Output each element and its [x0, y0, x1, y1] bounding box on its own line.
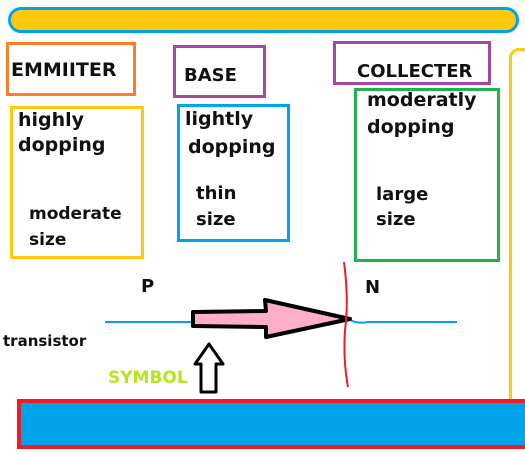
- bottom-bar: [17, 399, 525, 449]
- emitter-label: EMMIITER: [11, 59, 117, 81]
- junction-line: [343, 261, 349, 388]
- p-label: P: [141, 276, 155, 297]
- base-props-box: [177, 104, 290, 242]
- emitter-size-line1: moderate: [29, 204, 122, 224]
- base-size-line1: thin: [196, 183, 237, 204]
- n-label: N: [365, 277, 381, 298]
- base-size-line2: size: [196, 209, 236, 230]
- collector-doping-line2: dopping: [367, 116, 455, 138]
- emitter-doping-line2: dopping: [18, 134, 106, 156]
- collector-props-box: [354, 88, 500, 262]
- collector-size-line2: size: [376, 209, 416, 230]
- base-doping-line1: lightly: [185, 108, 254, 130]
- emitter-size-line2: size: [29, 230, 67, 250]
- collector-doping-line1: moderatly: [367, 89, 477, 111]
- transistor-label: transistor: [3, 332, 87, 350]
- emitter-doping-line1: highly: [18, 109, 85, 131]
- collector-label-box: [333, 41, 491, 85]
- emitter-label-box: [6, 42, 136, 96]
- collector-label: COLLECTER: [357, 61, 473, 82]
- symbol-label: SYMBOL: [108, 368, 188, 388]
- top-bar: [8, 7, 519, 33]
- collector-size-line1: large: [376, 184, 429, 205]
- base-label: BASE: [184, 65, 237, 86]
- base-doping-line2: dopping: [188, 136, 276, 158]
- wire-right: [349, 319, 457, 324]
- emitter-props-box: [10, 106, 144, 259]
- up-arrow: [193, 342, 225, 394]
- base-label-box: [173, 45, 266, 98]
- flow-arrow: [191, 298, 352, 339]
